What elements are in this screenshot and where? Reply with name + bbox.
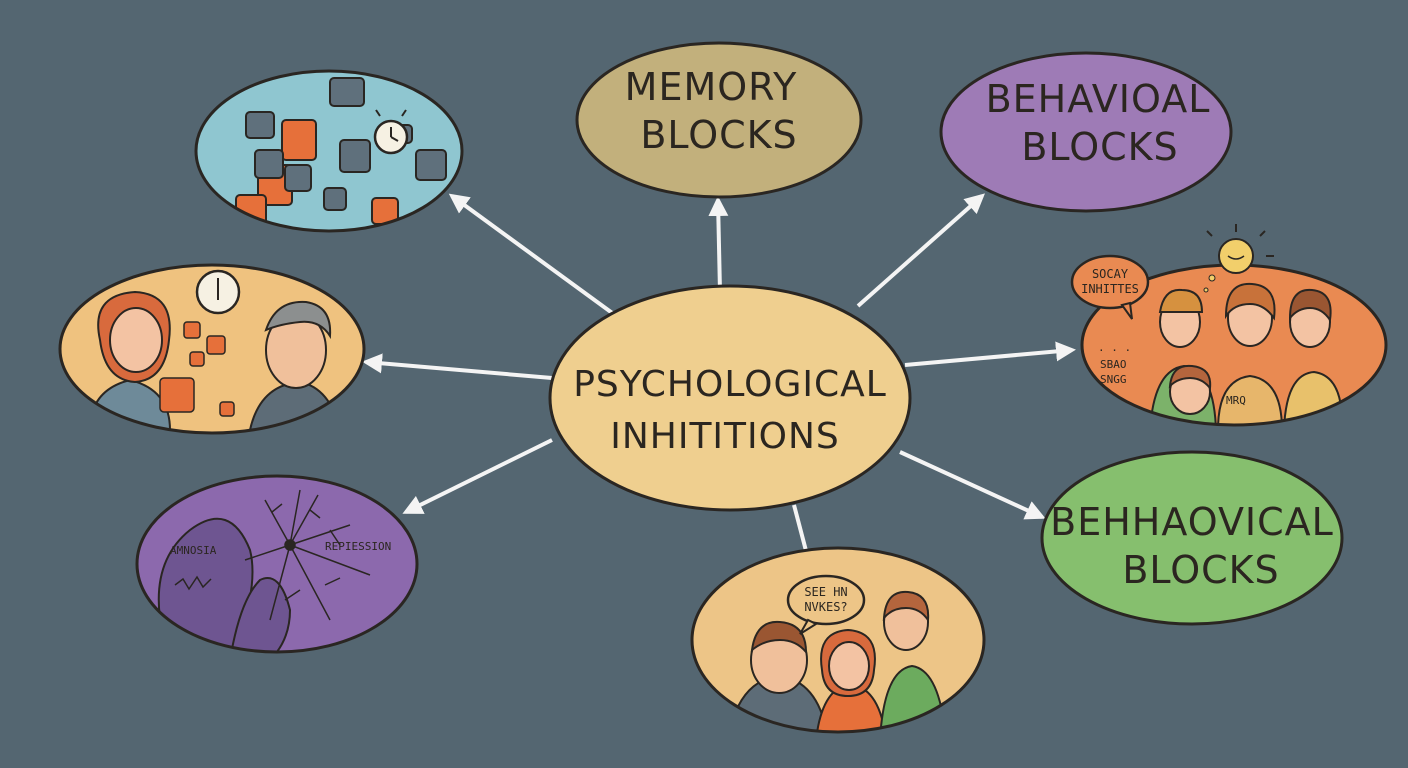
cracked-glass-icon <box>244 489 371 621</box>
memory-blocks-line2: BLOCKS <box>640 113 797 157</box>
arrow-to-argument <box>362 353 553 380</box>
social-side-line1: SBAO <box>1100 358 1127 371</box>
connector-arrows <box>362 193 1076 570</box>
social-bubble-line1: SOCAY <box>1092 267 1129 281</box>
behaovical-blocks-line2: BLOCKS <box>1122 548 1279 592</box>
social-illustration: SOCAY INHITTES . . . SBAO SNGG MRQ <box>1070 224 1388 427</box>
social-side-line3: MRQ <box>1226 394 1246 407</box>
puzzle-illustration <box>194 69 464 233</box>
behaovical-blocks-line1: BEHHAOVICAL <box>1050 500 1334 544</box>
center-line2: INHITITIONS <box>610 416 840 457</box>
sun-emoji-icon <box>1203 224 1274 293</box>
social-side-line2: SNGG <box>1100 373 1127 386</box>
group-bubble-line1: SEE HN <box>804 585 847 599</box>
repression-label: REPIESSION <box>325 540 391 553</box>
arrow-to-behavioal <box>856 193 985 308</box>
memory-blocks-node: MEMORY BLOCKS <box>575 41 863 199</box>
amnesia-illustration: AMNOSIA REPIESSION <box>135 474 419 654</box>
arrow-to-memory <box>708 196 729 293</box>
alarm-clock-icon <box>373 109 409 155</box>
wall-clock-icon <box>195 269 241 315</box>
behavioal-blocks-line2: BLOCKS <box>1021 125 1178 169</box>
social-side-dots: . . . <box>1098 341 1131 354</box>
behaovical-blocks-node: BEHHAOVICAL BLOCKS <box>1040 450 1344 626</box>
arrow-to-amnesia <box>402 438 553 514</box>
group-bubble-line2: NVKES? <box>804 600 847 614</box>
arrow-to-behaovical <box>899 450 1046 520</box>
memory-blocks-line1: MEMORY <box>625 65 798 109</box>
speech-bubble-icon <box>1070 254 1150 320</box>
group-illustration: SEE HN NVKES? <box>690 546 986 734</box>
behavioal-blocks-node: BEHAVIOAL BLOCKS <box>939 51 1233 213</box>
amnesia-label: AMNOSIA <box>170 544 217 557</box>
arrow-to-social <box>904 341 1076 367</box>
center-line1: PSYCHOLOGICAL <box>573 364 887 405</box>
arrow-to-puzzle <box>448 193 617 317</box>
argument-illustration <box>58 263 366 435</box>
social-bubble-line2: INHITTES <box>1081 282 1139 296</box>
speech-bubble-icon <box>786 574 866 635</box>
center-node: PSYCHOLOGICAL INHITITIONS <box>548 284 912 512</box>
behavioal-blocks-line1: BEHAVIOAL <box>986 77 1211 121</box>
